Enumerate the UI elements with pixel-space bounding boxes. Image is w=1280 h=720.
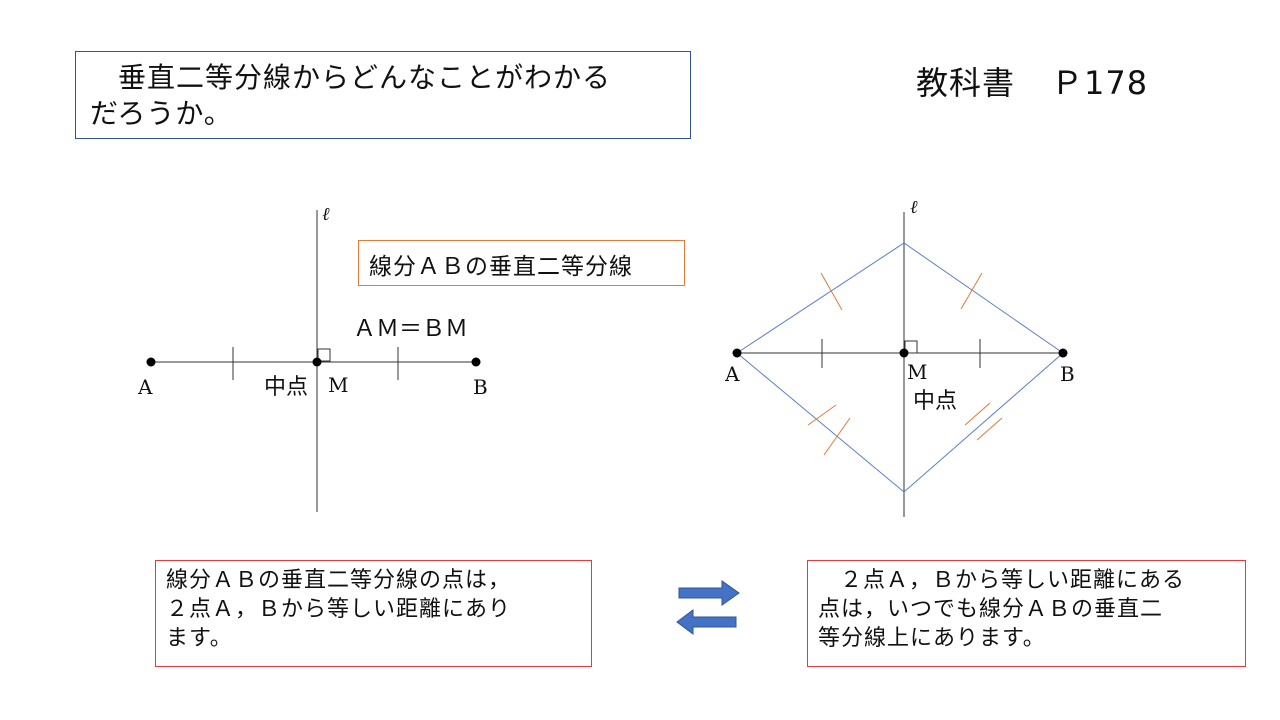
left-point-b-dot xyxy=(471,357,481,367)
left-figure: ℓ ＡＭ＝ＢＭ A M B 中点 xyxy=(137,204,488,512)
textbook-title: 教科書 xyxy=(916,64,1016,102)
left-label-a: A xyxy=(137,375,153,399)
equivalence-arrows xyxy=(676,580,740,635)
right-label-b: B xyxy=(1060,362,1075,386)
right-lower-right-tick-1 xyxy=(964,402,991,426)
right-right-angle-mark xyxy=(904,340,918,354)
right-lower-left-tick-1 xyxy=(807,404,837,426)
textbook-page: Ｐ178 xyxy=(1051,64,1149,102)
left-label-b: B xyxy=(473,375,488,399)
right-rhombus xyxy=(736,242,1064,493)
left-point-m-dot xyxy=(312,357,322,367)
right-midpoint-label: 中点 xyxy=(913,389,957,414)
arrow-left-icon xyxy=(676,609,737,635)
right-line-label: ℓ xyxy=(910,197,918,218)
definition-label-box: 線分ＡＢの垂直二等分線 xyxy=(358,240,685,286)
right-point-a-dot xyxy=(732,348,742,358)
left-equation: ＡＭ＝ＢＭ xyxy=(353,316,468,342)
right-label-a: A xyxy=(724,362,740,386)
statement-box-right: ２点Ａ，Ｂから等しい距離にある 点は，いつでも線分ＡＢの垂直二 等分線上にありま… xyxy=(807,560,1246,667)
statement-right-line-1: ２点Ａ，Ｂから等しい距離にある xyxy=(840,568,1186,593)
left-midpoint-label: 中点 xyxy=(264,375,308,400)
left-point-a-dot xyxy=(146,357,156,367)
question-box: 垂直二等分線からどんなことがわかる だろうか。 xyxy=(75,51,691,139)
right-lower-left-tick-2 xyxy=(823,417,851,456)
left-label-m: M xyxy=(328,373,348,397)
statement-left-line-3: ます。 xyxy=(166,626,233,651)
statement-left-line-2: ２点Ａ，Ｂから等しい距離にあり xyxy=(166,597,512,622)
right-point-b-dot xyxy=(1058,348,1068,358)
textbook-reference: 教科書 Ｐ178 xyxy=(916,58,1148,104)
left-line-label: ℓ xyxy=(322,204,330,225)
question-line-2: だろうか。 xyxy=(90,97,233,130)
right-lower-right-tick-2 xyxy=(976,417,1003,441)
right-point-m-dot xyxy=(899,348,909,358)
right-upper-left-tick xyxy=(820,272,843,311)
question-line-1: 垂直二等分線からどんなことがわかる xyxy=(118,61,612,94)
statement-box-left: 線分ＡＢの垂直二等分線の点は， ２点Ａ，Ｂから等しい距離にあり ます。 xyxy=(155,560,592,667)
statement-right-line-3: 等分線上にあります。 xyxy=(818,626,1046,651)
right-label-m: M xyxy=(907,360,927,384)
arrow-right-icon xyxy=(678,580,740,606)
statement-left-line-1: 線分ＡＢの垂直二等分線の点は， xyxy=(166,568,512,593)
definition-label: 線分ＡＢの垂直二等分線 xyxy=(369,254,633,280)
right-figure: ℓ A M B 中点 xyxy=(724,197,1075,517)
right-upper-right-tick xyxy=(960,272,983,310)
left-right-angle-mark xyxy=(317,348,331,362)
statement-right-line-2: 点は，いつでも線分ＡＢの垂直二 xyxy=(818,597,1164,622)
